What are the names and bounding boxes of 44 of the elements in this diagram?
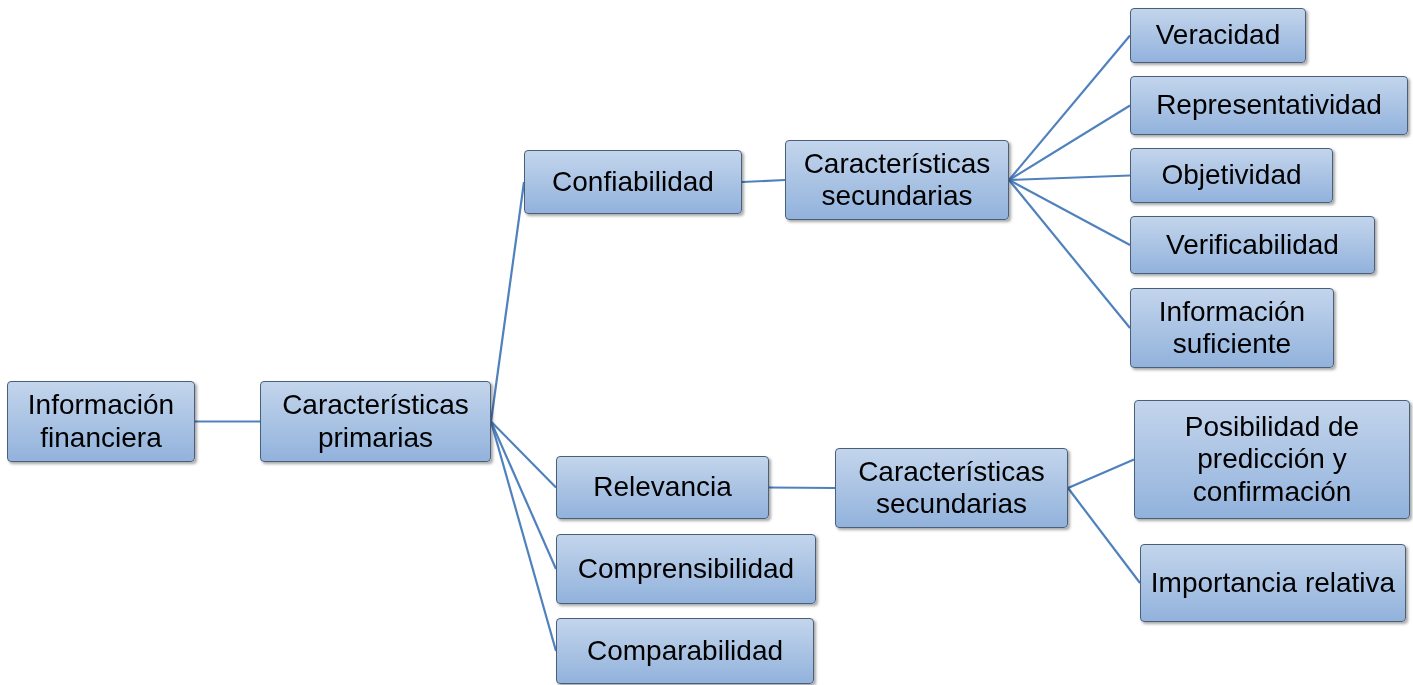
concept-box [556, 534, 816, 604]
connector-line [769, 486, 835, 490]
connector-line [1008, 179, 1131, 246]
box-label: Comprensibilidad [577, 552, 795, 586]
concept-box [1130, 76, 1408, 135]
box-label: Verificabilidad [1166, 228, 1339, 262]
connector-line [1067, 487, 1141, 584]
concept-box [785, 140, 1009, 220]
box-label: Confiabilidad [552, 165, 714, 199]
box-label: Comparabilidad [586, 634, 784, 668]
concept-box [1130, 8, 1306, 63]
concept-box [556, 618, 814, 684]
concept-box [556, 456, 769, 519]
box-label: Características secundarias [857, 455, 1046, 521]
concept-box [1140, 544, 1406, 622]
concept-box [1134, 400, 1410, 519]
connector-line [741, 178, 786, 184]
box-label: Objetividad [1161, 159, 1302, 192]
box-label: Representatividad [1156, 89, 1382, 122]
box-label: Relevancia [593, 471, 732, 504]
connector-line [1008, 104, 1131, 181]
connector-line [1008, 179, 1131, 329]
box-label: Características secundarias [802, 147, 992, 213]
concept-box [524, 150, 742, 214]
box-label: Información suficiente [1157, 295, 1307, 361]
connector-line [1008, 174, 1131, 182]
concept-box [835, 448, 1068, 528]
concept-box [1130, 216, 1375, 274]
connector-line [1008, 34, 1131, 181]
connector-line [490, 421, 557, 570]
concept-box [260, 381, 491, 462]
box-label: Características primarias [281, 389, 470, 454]
box-label: Importancia relativa [1150, 566, 1396, 600]
box-label: Posibilidad de predicción y confirmación [1183, 411, 1361, 508]
connector-line [489, 181, 526, 422]
box-label: Veracidad [1155, 19, 1281, 52]
connector-line [1067, 458, 1135, 489]
concept-box [7, 381, 195, 462]
concept-box [1130, 148, 1333, 203]
connector-line [490, 420, 557, 489]
box-label: Información financiera [26, 389, 176, 454]
concept-box [1130, 288, 1334, 368]
connector-line [489, 421, 558, 652]
connector-line [195, 420, 260, 423]
